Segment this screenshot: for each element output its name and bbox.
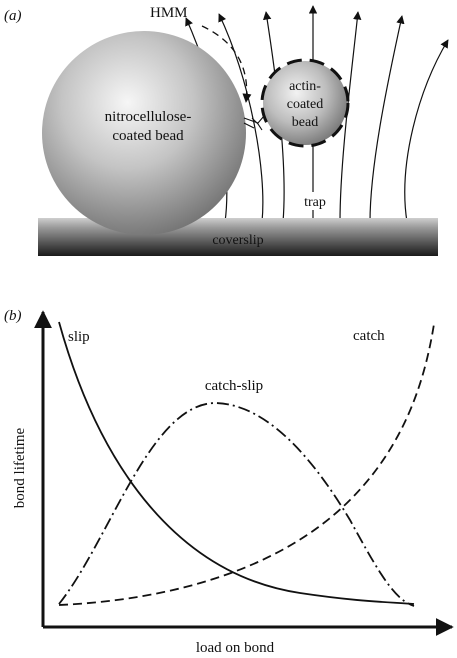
hmm-molecule bbox=[243, 115, 265, 131]
field-line-right bbox=[369, 15, 405, 223]
trap-label-bg bbox=[298, 192, 332, 210]
large-bead-label-line2: coated bead bbox=[112, 128, 184, 144]
slip-label: slip bbox=[68, 329, 90, 345]
hmm-label: HMM bbox=[150, 5, 188, 21]
actin-coating bbox=[260, 58, 350, 148]
x-axis-label: load on bond bbox=[196, 640, 275, 656]
hmm-pointer-arrow bbox=[201, 25, 252, 103]
slip-curve bbox=[58, 321, 415, 605]
small-bead-label-line3: bead bbox=[292, 115, 318, 130]
catch-label: catch bbox=[353, 328, 385, 344]
panel-b: (b) bond lifetime load on bond slip catc… bbox=[4, 308, 454, 656]
catch-slip-label: catch-slip bbox=[205, 378, 263, 394]
catch-slip-curve bbox=[58, 402, 415, 607]
large-bead-label-line1: nitrocellulose- bbox=[105, 109, 192, 125]
panel-b-label: (b) bbox=[4, 308, 22, 324]
small-bead-label-line1: actin- bbox=[289, 79, 321, 94]
trap-label: trap bbox=[304, 195, 326, 210]
catch-curve bbox=[58, 323, 435, 606]
small-bead-label-line2: coated bbox=[287, 97, 324, 112]
field-line-far-right bbox=[404, 39, 449, 223]
nitrocellulose-bead bbox=[42, 31, 246, 235]
panel-a: (a) coverslip nitrocellulose- coated bea… bbox=[4, 5, 449, 256]
field-line-left bbox=[218, 13, 264, 223]
coverslip-label: coverslip bbox=[212, 233, 263, 248]
panel-a-label: (a) bbox=[4, 8, 22, 24]
actin-coated-bead bbox=[263, 61, 347, 145]
y-axis-label: bond lifetime bbox=[12, 427, 28, 508]
